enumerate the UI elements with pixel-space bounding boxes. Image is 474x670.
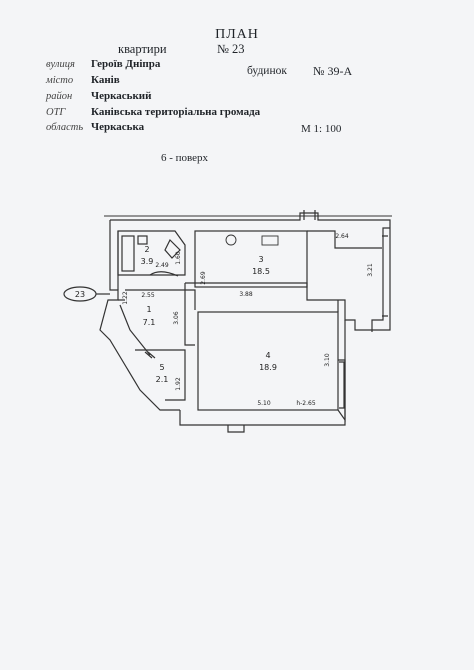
dim-3-88: 3.88 (239, 291, 253, 298)
dim-2-69: 2.69 (200, 271, 207, 285)
room-4-number: 4 (265, 351, 270, 360)
district-label: район (46, 91, 73, 102)
dim-3-10: 3.10 (324, 353, 331, 367)
room-5-area: 2.1 (156, 375, 169, 384)
doc-title: ПЛАН (215, 27, 259, 42)
dim-1-92: 1.92 (175, 377, 182, 391)
district-value: Черкаський (91, 90, 152, 102)
community-value: Канівська територіальна громада (91, 106, 261, 118)
room-5-number: 5 (159, 363, 164, 372)
apartment-number: № 23 (217, 42, 245, 56)
dim-3-06: 3.06 (173, 311, 180, 325)
dim-5-10: 5.10 (257, 400, 271, 407)
room-4-area: 18.9 (259, 363, 277, 372)
dim-1-60: 1.60 (175, 251, 182, 265)
apartment-tag: 23 (75, 290, 85, 299)
dim-3-21: 3.21 (367, 263, 374, 277)
room-2-area: 3.9 (141, 257, 154, 266)
dim-2-64: 2.64 (335, 233, 349, 240)
room-3-number: 3 (258, 255, 263, 264)
dim-2-55: 2.55 (141, 292, 155, 299)
room-3-area: 18.5 (252, 267, 270, 276)
doc-subtitle: квартири (118, 42, 167, 56)
region-value: Черкаська (91, 121, 145, 133)
community-label: ОТГ (46, 107, 66, 118)
building-label: будинок (247, 65, 287, 77)
street-value: Героїв Дніпра (91, 58, 161, 70)
building-number: № 39-А (313, 64, 353, 78)
room-2-number: 2 (144, 245, 149, 254)
ceiling-height: h-2.65 (296, 400, 316, 407)
floor-text: 6 - поверх (161, 152, 209, 164)
city-label: місто (46, 75, 74, 86)
dim-1-22: 1.22 (122, 291, 129, 305)
room-1-area: 7.1 (143, 318, 156, 327)
city-value: Канів (91, 74, 120, 86)
room-1-number: 1 (146, 305, 151, 314)
scale-text: М 1: 100 (301, 123, 342, 135)
dim-2-49: 2.49 (155, 262, 169, 269)
street-label: вулиця (46, 59, 75, 70)
region-label: область (46, 122, 84, 133)
